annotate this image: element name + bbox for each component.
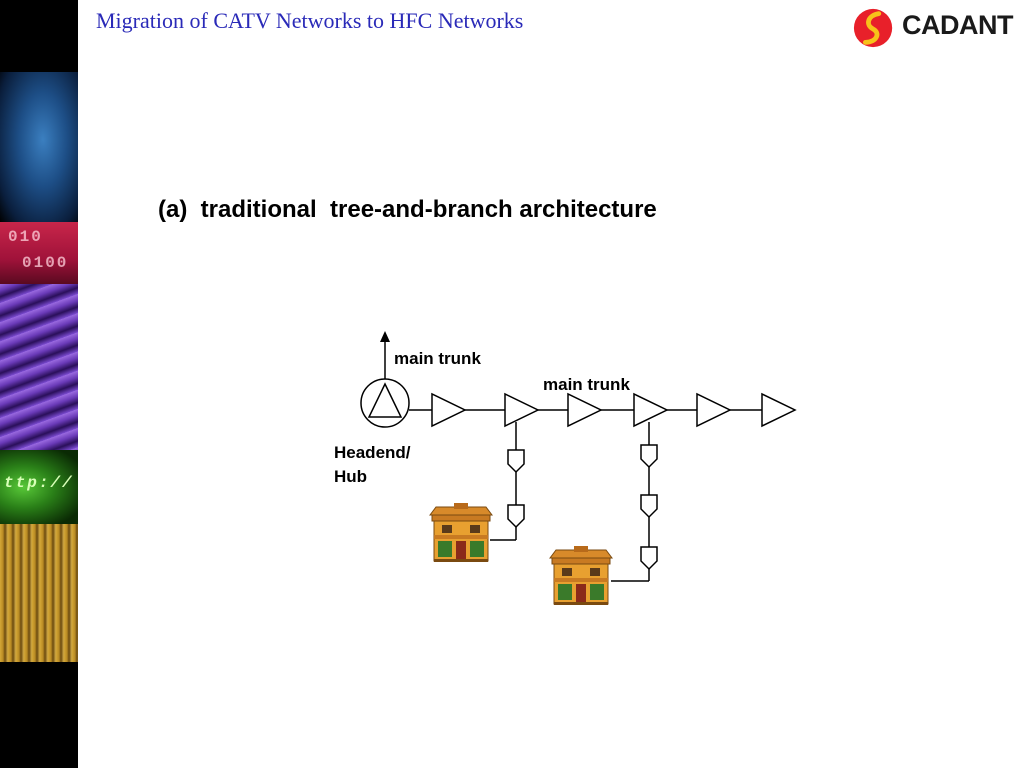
http-text: ttp:// bbox=[4, 474, 74, 492]
house-icon bbox=[429, 502, 493, 563]
headend-label: Headend/ bbox=[334, 443, 411, 462]
bridger-amplifier-icon bbox=[633, 392, 669, 428]
tap-icon bbox=[640, 546, 658, 571]
hub-label: Hub bbox=[334, 467, 367, 486]
trunk-amplifier-icon bbox=[696, 392, 732, 428]
tap-icon bbox=[507, 449, 525, 474]
tap-icon bbox=[507, 504, 525, 529]
fiber-optic-image bbox=[0, 284, 78, 450]
trunk-amplifier-icon bbox=[567, 392, 603, 428]
http-image: ttp:// bbox=[0, 450, 78, 524]
binary-text-top: 010 bbox=[8, 228, 43, 246]
main-trunk-label: main trunk bbox=[394, 349, 481, 368]
logo-text: CADANT bbox=[902, 10, 1014, 40]
feeder-branch-2 bbox=[611, 422, 658, 582]
tap-icon bbox=[640, 494, 658, 519]
binary-image: 010 0100 bbox=[0, 222, 78, 284]
main-trunk-label: main trunk bbox=[543, 375, 630, 394]
slide-title: Migration of CATV Networks to HFC Networ… bbox=[96, 8, 524, 33]
trunk-amplifier-icon bbox=[761, 392, 797, 428]
headend-symbol bbox=[360, 378, 410, 428]
diagram-heading: (a) traditional tree-and-branch architec… bbox=[158, 196, 657, 223]
cadant-logo-icon bbox=[853, 8, 893, 48]
feeder-branch-1 bbox=[490, 422, 525, 541]
equipment-rack-image bbox=[0, 524, 78, 662]
cable-modem-image bbox=[0, 72, 78, 222]
house-icon bbox=[549, 545, 613, 606]
sidebar-image-strip: 010 0100 ttp:// bbox=[0, 0, 78, 768]
tap-icon bbox=[640, 444, 658, 469]
binary-text-bottom: 0100 bbox=[22, 254, 69, 272]
trunk-amplifier-icon bbox=[431, 392, 467, 428]
bridger-amplifier-icon bbox=[504, 392, 540, 428]
upward-arrow-icon bbox=[380, 331, 390, 379]
